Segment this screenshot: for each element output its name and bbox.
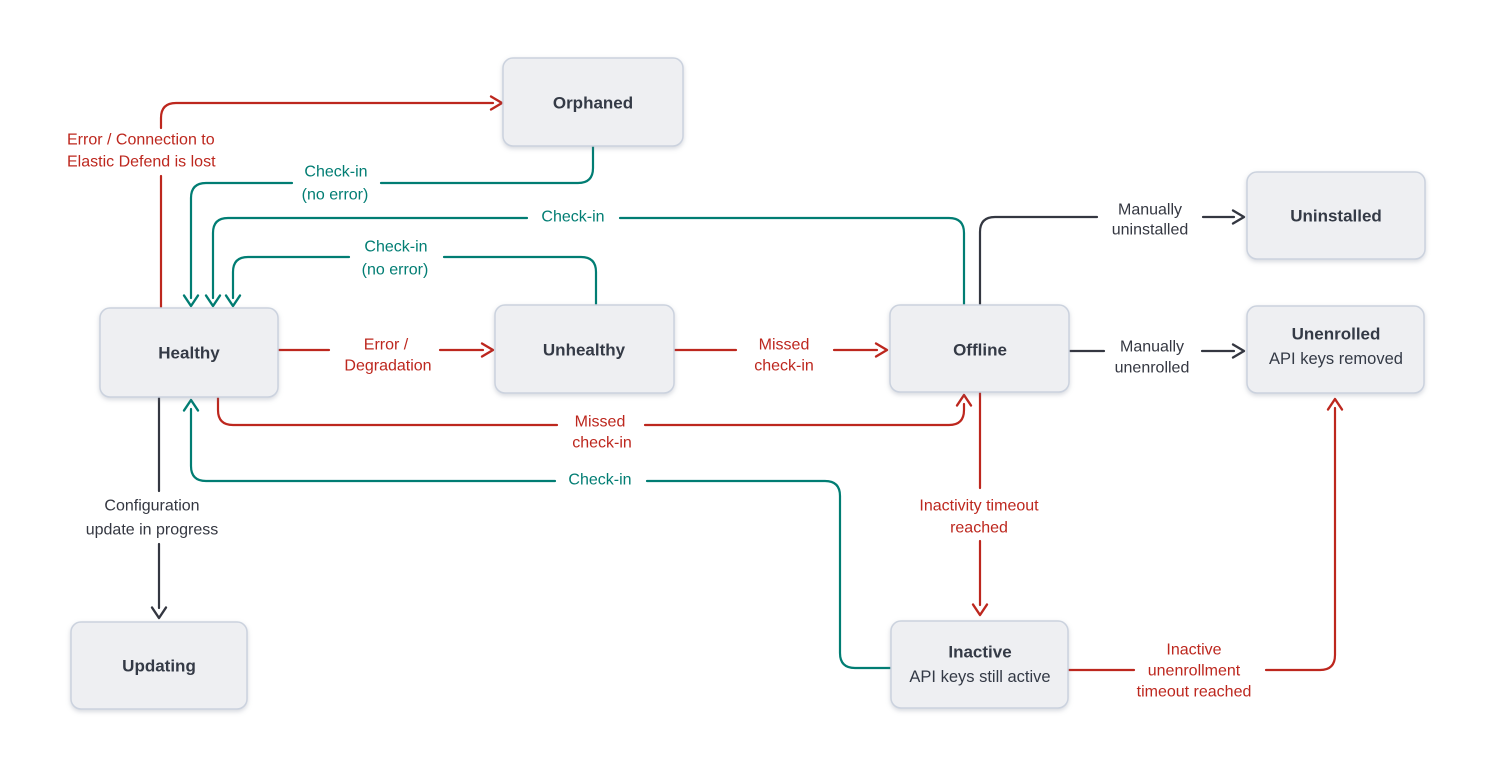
arrowhead bbox=[1231, 343, 1246, 359]
arrowhead bbox=[204, 294, 222, 308]
edge-inactive-to-healthy: Check-in bbox=[182, 398, 893, 670]
edge-label: check-in bbox=[572, 435, 632, 452]
arrowhead bbox=[182, 294, 200, 308]
edge-label: Inactivity timeout bbox=[919, 498, 1039, 515]
node-offline: Offline bbox=[889, 304, 1070, 393]
arrowhead bbox=[150, 606, 168, 620]
edge-offline-to-unenrolled: Manually unenrolled bbox=[1067, 339, 1246, 377]
edge-healthy-to-unhealthy: Error / Degradation bbox=[276, 337, 495, 375]
arrowhead bbox=[955, 393, 973, 407]
node-title: Unenrolled bbox=[1292, 325, 1381, 344]
edge-label: Missed bbox=[759, 337, 810, 354]
edge-label: Configuration bbox=[104, 498, 199, 515]
edge-label: check-in bbox=[754, 358, 814, 375]
arrowhead bbox=[1326, 397, 1344, 411]
edge-label: Error / bbox=[364, 337, 409, 354]
edge-label: Inactive bbox=[1166, 642, 1221, 659]
edge-unhealthy-to-healthy: Check-in (no error) bbox=[224, 239, 598, 308]
node-title: Unhealthy bbox=[543, 341, 626, 360]
edge-healthy-to-updating: Configuration update in progress bbox=[86, 395, 219, 620]
edge-label: unenrolled bbox=[1115, 360, 1190, 377]
edge-label: (no error) bbox=[302, 187, 369, 204]
node-subtitle: API keys still active bbox=[909, 668, 1050, 686]
arrowhead bbox=[1231, 209, 1246, 225]
node-unenrolled: Unenrolled API keys removed bbox=[1246, 305, 1425, 394]
arrowhead bbox=[480, 342, 495, 358]
node-title: Offline bbox=[953, 341, 1007, 360]
arrowhead bbox=[874, 342, 889, 358]
arrowhead bbox=[182, 398, 200, 412]
arrowhead bbox=[489, 95, 504, 111]
node-title: Uninstalled bbox=[1290, 207, 1382, 226]
edge-label: uninstalled bbox=[1112, 222, 1189, 239]
node-subtitle: API keys removed bbox=[1269, 350, 1403, 368]
edge-label: Missed bbox=[575, 414, 626, 431]
edge-label: Manually bbox=[1120, 339, 1184, 356]
edge-offline-to-uninstalled: Manually uninstalled bbox=[978, 202, 1246, 307]
edge-label: Check-in bbox=[304, 164, 367, 181]
edge-label: update in progress bbox=[86, 522, 219, 539]
arrowhead bbox=[224, 294, 242, 308]
edge-orphaned-to-healthy: Check-in (no error) bbox=[182, 144, 595, 308]
node-title: Healthy bbox=[158, 344, 220, 363]
edge-label: Manually bbox=[1118, 202, 1182, 219]
node-updating: Updating bbox=[70, 621, 248, 710]
edge-offline-to-healthy: Check-in bbox=[204, 209, 966, 308]
node-title: Orphaned bbox=[553, 94, 633, 113]
edge-healthy-to-orphaned: Error / Connection to Elastic Defend is … bbox=[67, 95, 504, 310]
edge-inactive-to-unenrolled: Inactive unenrollment timeout reached bbox=[1066, 397, 1344, 701]
node-unhealthy: Unhealthy bbox=[494, 304, 675, 394]
edge-label: reached bbox=[950, 520, 1008, 537]
edge-label: Elastic Defend is lost bbox=[67, 154, 216, 171]
edge-offline-to-inactive: Inactivity timeout reached bbox=[919, 390, 1039, 617]
edge-healthy-to-offline: Missed check-in bbox=[216, 393, 973, 452]
node-title: Inactive bbox=[948, 643, 1011, 662]
edge-label: (no error) bbox=[362, 262, 429, 279]
edge-label: Check-in bbox=[568, 472, 631, 489]
node-orphaned: Orphaned bbox=[502, 57, 684, 147]
node-uninstalled: Uninstalled bbox=[1246, 171, 1426, 260]
arrowhead bbox=[971, 603, 989, 617]
edge-label: Check-in bbox=[541, 209, 604, 226]
edge-label: Degradation bbox=[344, 358, 431, 375]
node-inactive: Inactive API keys still active bbox=[890, 620, 1069, 709]
edge-label: Check-in bbox=[364, 239, 427, 256]
edge-label: Error / Connection to bbox=[67, 132, 215, 149]
node-healthy: Healthy bbox=[99, 307, 279, 398]
edge-unhealthy-to-offline: Missed check-in bbox=[672, 337, 889, 375]
edge-label: unenrollment bbox=[1148, 663, 1241, 680]
node-title: Updating bbox=[122, 657, 196, 676]
edge-label: timeout reached bbox=[1137, 684, 1252, 701]
